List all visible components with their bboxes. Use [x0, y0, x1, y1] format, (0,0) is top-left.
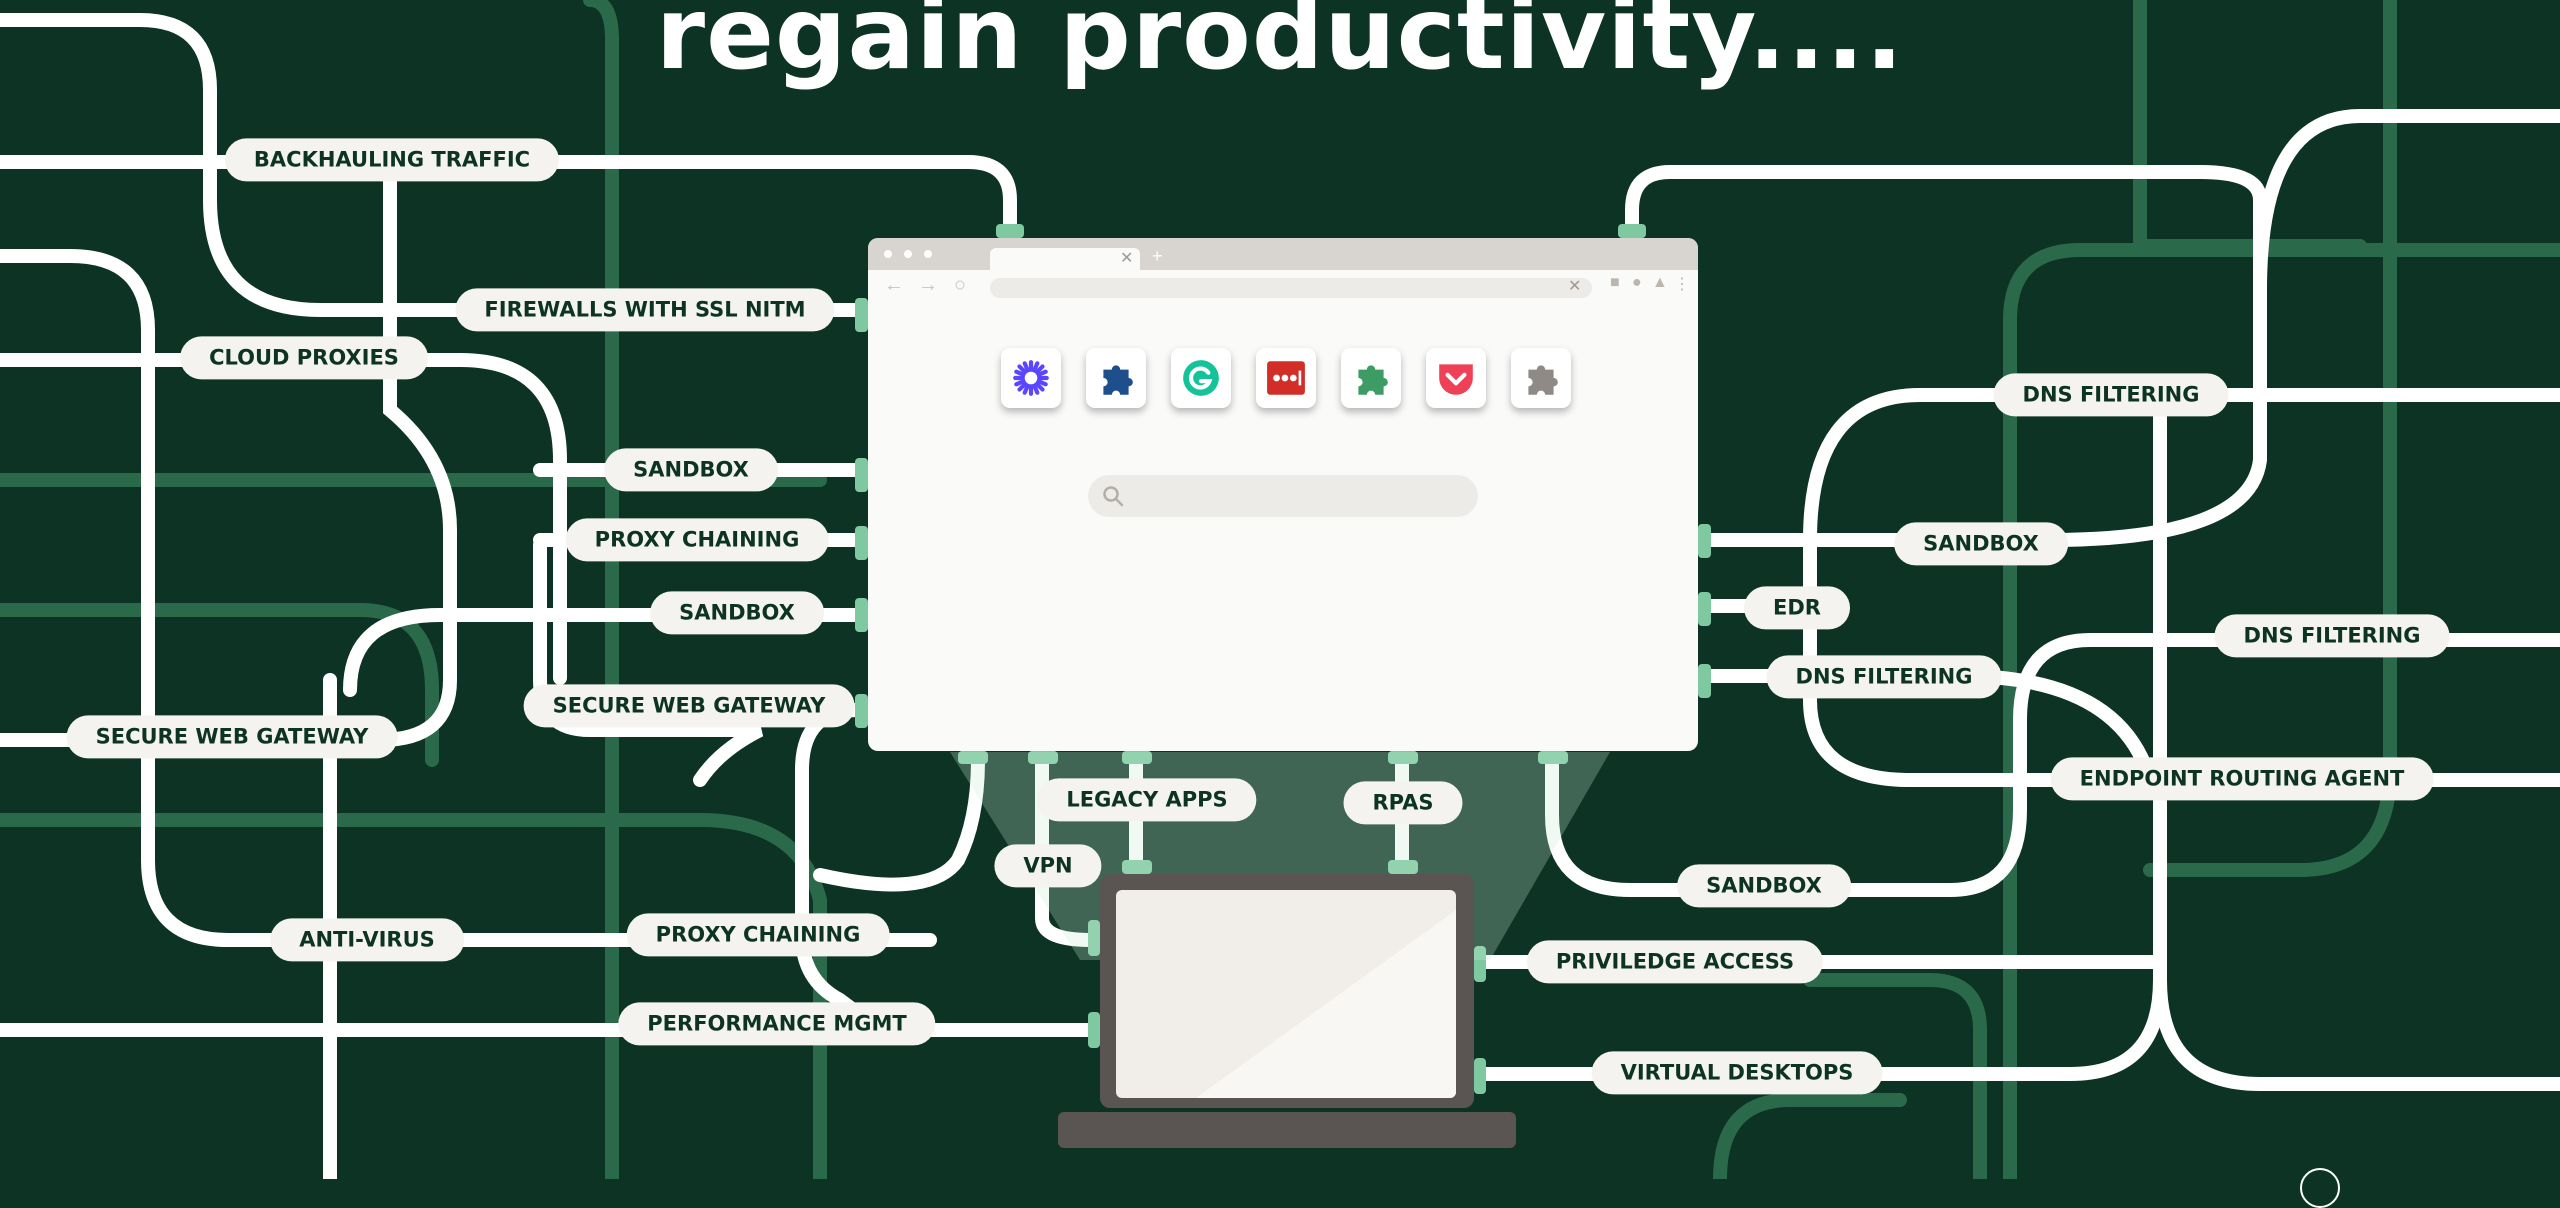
puzzle-icon — [1086, 348, 1146, 408]
label-endpoint-routing-agent: ENDPOINT ROUTING AGENT — [2050, 757, 2434, 801]
label-performance-mgmt: PERFORMANCE MGMT — [618, 1002, 936, 1046]
label-dns-filtering: DNS FILTERING — [1766, 655, 2002, 699]
label-edr: EDR — [1744, 586, 1850, 630]
search-icon — [1103, 486, 1124, 507]
label-secure-web-gateway: SECURE WEB GATEWAY — [66, 715, 398, 759]
label-backhauling-traffic: BACKHAULING TRAFFIC — [224, 138, 560, 182]
lastpass-icon — [1256, 348, 1316, 408]
label-cloud-proxies: CLOUD PROXIES — [180, 336, 428, 380]
tab-close-icon: ✕ — [1120, 250, 1134, 267]
forward-arrow-icon: → — [918, 274, 938, 296]
address-bar — [990, 278, 1592, 298]
page-headline: regain productivity.... — [655, 0, 1905, 92]
label-dns-filtering: DNS FILTERING — [1993, 373, 2229, 417]
label-secure-web-gateway: SECURE WEB GATEWAY — [523, 684, 855, 728]
label-dns-filtering: DNS FILTERING — [2214, 614, 2450, 658]
browser-search-box — [1088, 475, 1478, 517]
label-sandbox: SANDBOX — [1677, 864, 1851, 908]
toolbar-menu-icon: ⋮ — [1674, 276, 1690, 293]
corner-circle-icon — [2300, 1168, 2340, 1208]
toolbar-square-icon: ■ — [1610, 274, 1620, 291]
window-dot-icon — [924, 250, 932, 258]
label-rpas: RPAS — [1343, 781, 1463, 825]
connector-nubs — [855, 224, 1711, 1094]
pocket-icon — [1426, 348, 1486, 408]
label-priviledge-access: PRIVILEDGE ACCESS — [1526, 940, 1824, 984]
laptop-screen — [1116, 890, 1456, 1098]
toolbar-triangle-icon: ▲ — [1652, 274, 1668, 291]
grammarly-icon — [1171, 348, 1231, 408]
back-arrow-icon: ← — [884, 274, 904, 296]
puzzle-icon — [1511, 348, 1571, 408]
browser-tab — [990, 248, 1140, 270]
puzzle-icon — [1341, 348, 1401, 408]
label-proxy-chaining: PROXY CHAINING — [626, 913, 890, 957]
new-tab-icon: + — [1152, 246, 1163, 266]
label-anti-virus: ANTI-VIRUS — [270, 918, 464, 962]
browser-window: ✕ + ← → ○ ✕ ■ ● ▲ ⋮ — [868, 238, 1698, 751]
label-vpn: VPN — [994, 844, 1102, 888]
reload-icon: ○ — [954, 274, 967, 296]
label-virtual-desktops: VIRTUAL DESKTOPS — [1591, 1051, 1883, 1095]
window-dot-icon — [904, 250, 912, 258]
window-dot-icon — [884, 250, 892, 258]
laptop-base — [1058, 1112, 1516, 1148]
label-sandbox: SANDBOX — [1894, 522, 2068, 566]
label-sandbox: SANDBOX — [650, 591, 824, 635]
address-clear-icon: ✕ — [1568, 278, 1582, 295]
toolbar-dot-icon: ● — [1632, 274, 1642, 291]
label-sandbox: SANDBOX — [604, 448, 778, 492]
label-firewalls-ssl-nitm: FIREWALLS WITH SSL NITM — [455, 288, 835, 332]
label-legacy-apps: LEGACY APPS — [1037, 778, 1257, 822]
label-proxy-chaining: PROXY CHAINING — [565, 518, 829, 562]
laptop-icon — [1100, 874, 1474, 1108]
starburst-icon — [1001, 348, 1061, 408]
